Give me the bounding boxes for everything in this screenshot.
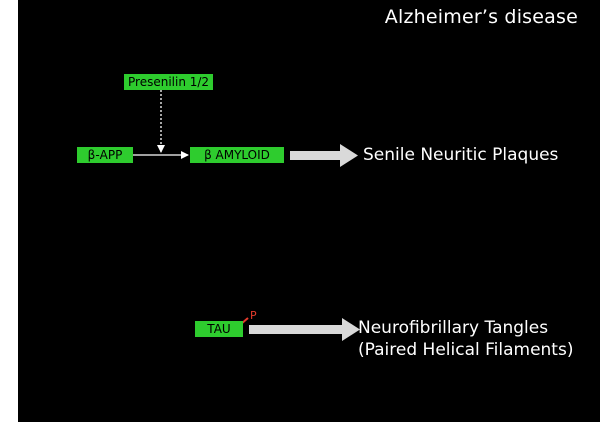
slide-title: Alzheimer’s disease [384,6,578,28]
beta-amyloid-box: β AMYLOID [190,147,284,163]
tau-box: TAU [195,321,243,337]
presenilin-box: Presenilin 1/2 [124,74,214,90]
amyloid-to-plaques-arrow [290,144,358,167]
senile-plaques-label: Senile Neuritic Plaques [363,145,559,165]
slide: Alzheimer’s disease Presenilin 1/2 β-APP… [18,0,600,422]
phospho-label: P [250,309,257,322]
tangles-label-line2: (Paired Helical Filaments) [358,340,574,360]
tangles-label-line1: Neurofibrillary Tangles [358,318,549,338]
beta-app-box: β-APP [77,147,133,163]
tau-to-tangles-arrow [249,318,360,341]
